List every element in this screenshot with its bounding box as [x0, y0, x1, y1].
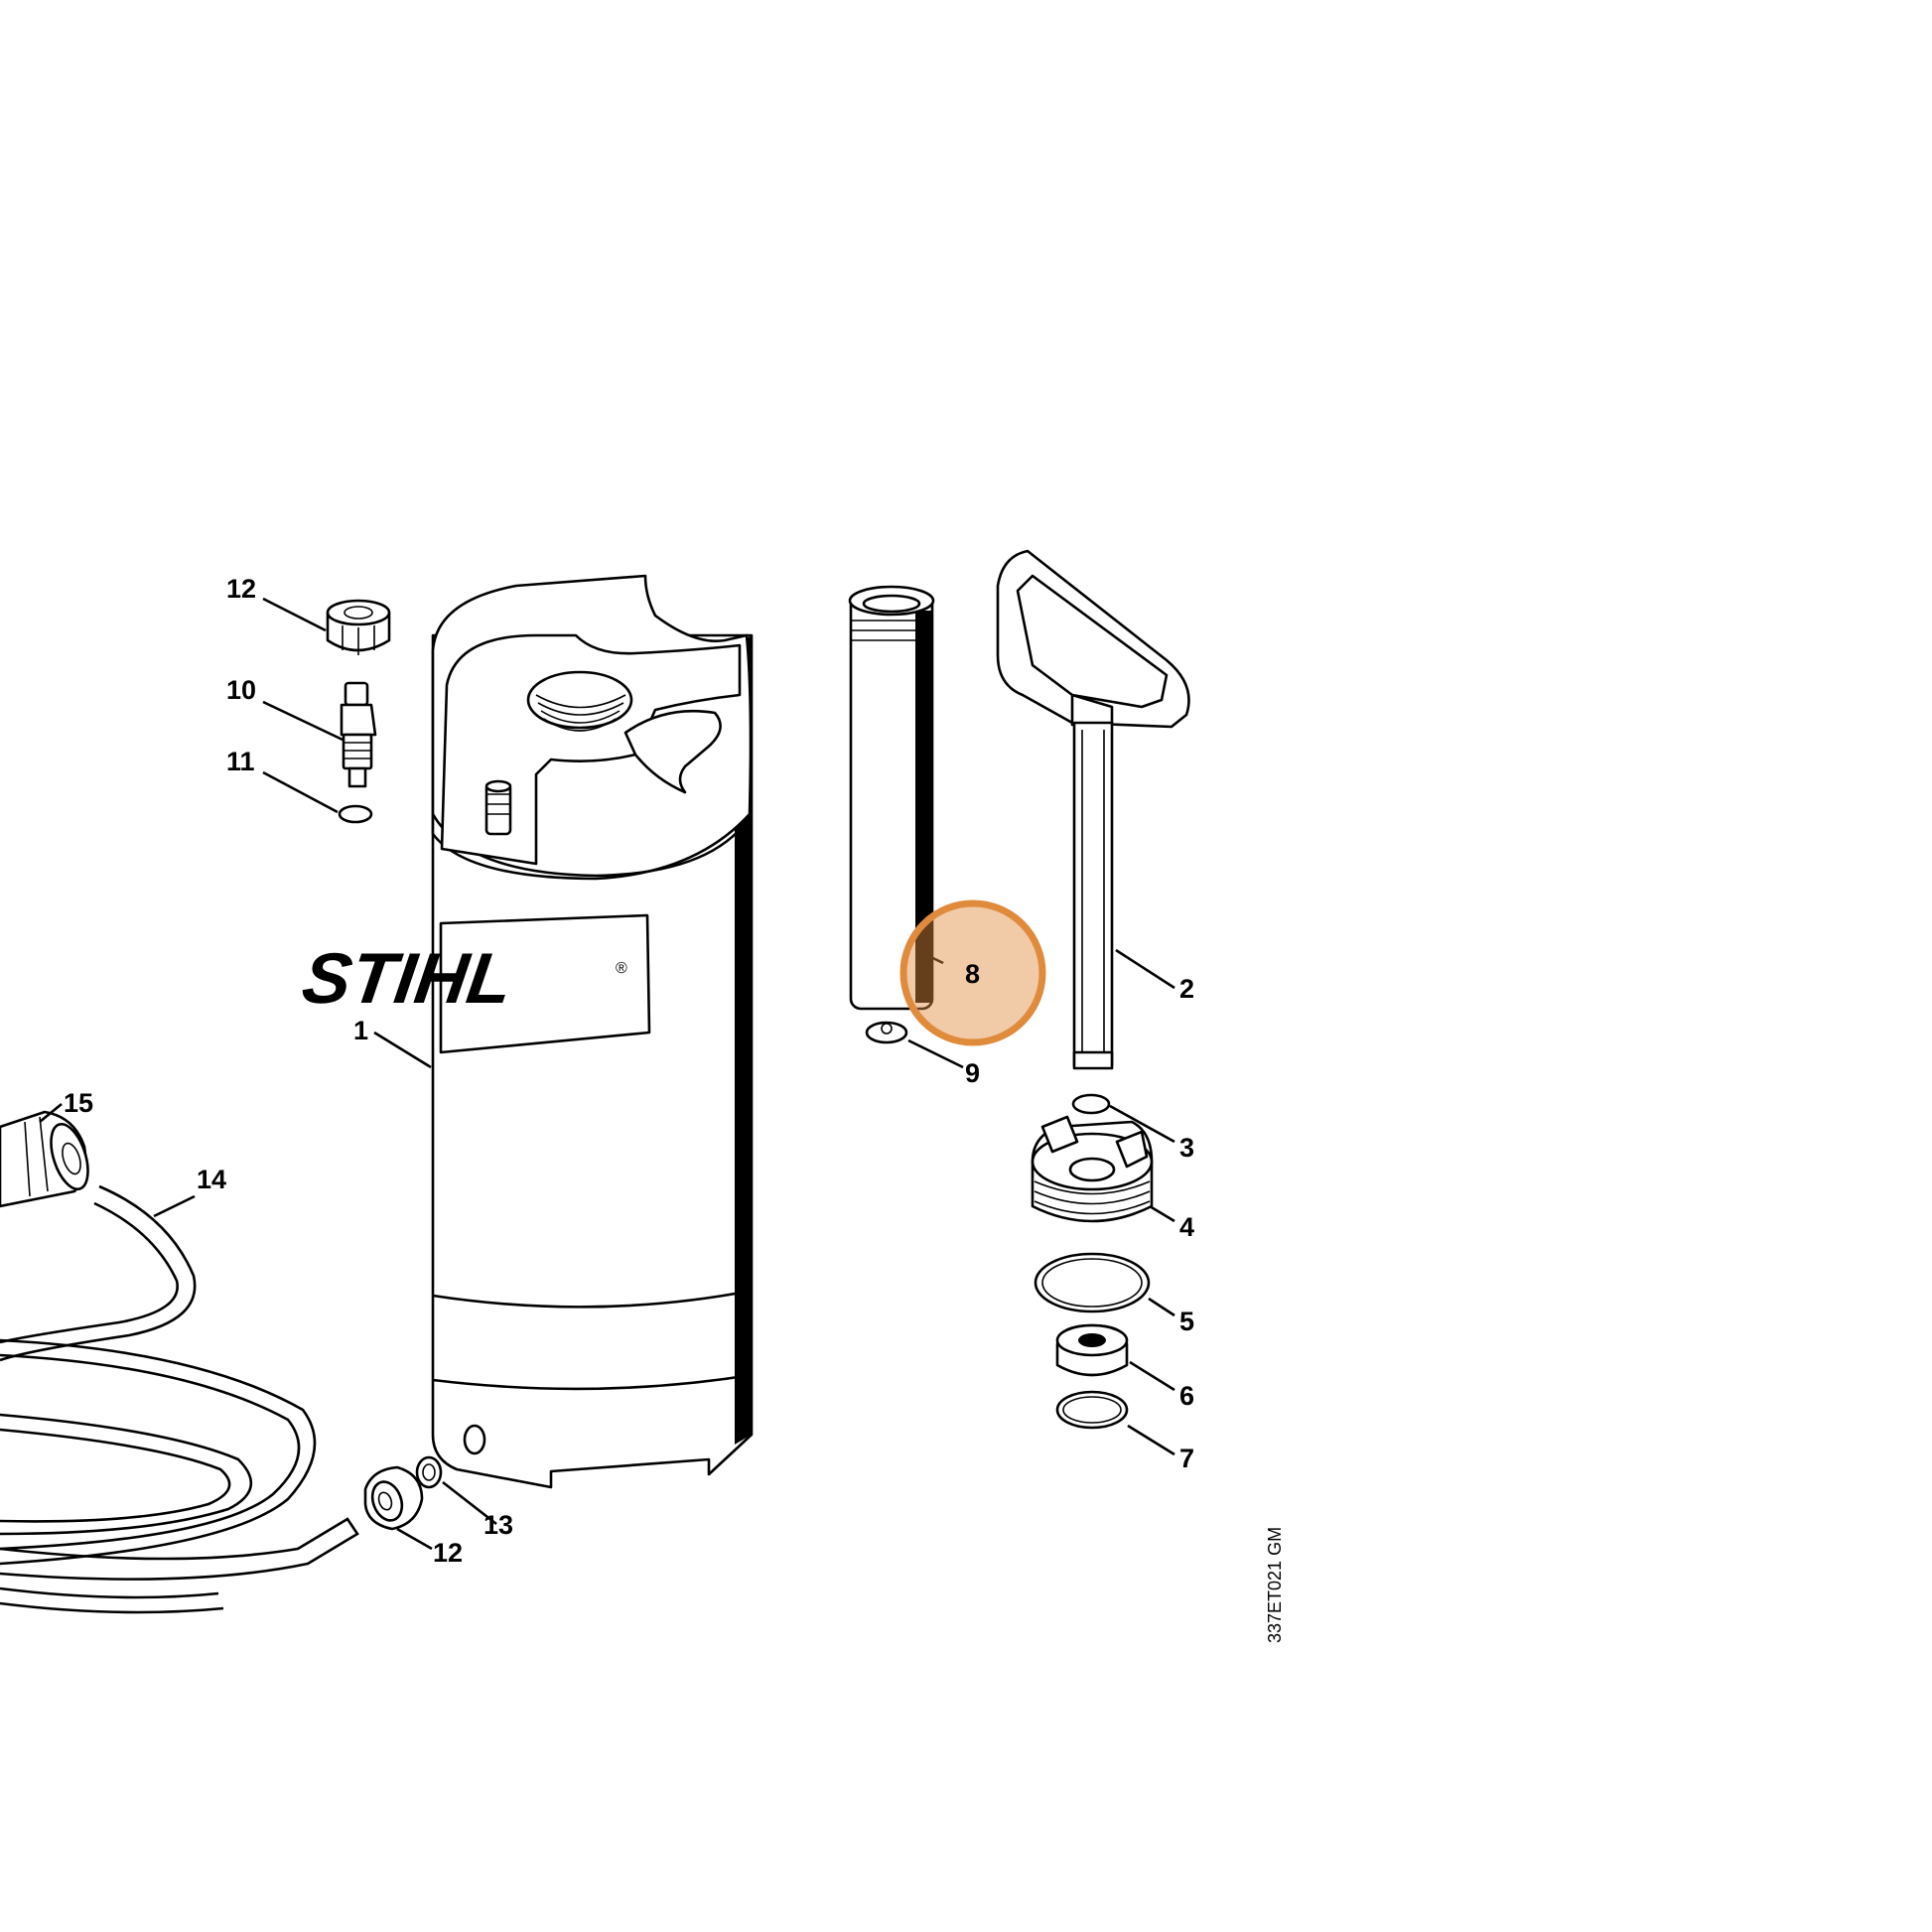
callout-7[interactable]: 7 — [1179, 1444, 1194, 1473]
pump-handle[interactable] — [996, 549, 1190, 1070]
cap-nut-bottom[interactable] — [363, 1465, 424, 1531]
callout-13[interactable]: 13 — [483, 1510, 513, 1540]
callout-2[interactable]: 2 — [1179, 974, 1194, 1004]
callout-10[interactable]: 10 — [226, 675, 256, 705]
callout-15[interactable]: 15 — [64, 1088, 93, 1118]
valve-insert[interactable] — [1055, 1323, 1129, 1377]
o-ring-large[interactable] — [1034, 1252, 1151, 1313]
callout-4[interactable]: 4 — [1179, 1212, 1194, 1242]
callout-8[interactable]: 8 — [965, 959, 980, 989]
o-ring-bottom[interactable] — [1055, 1390, 1129, 1430]
pump-cylinder[interactable] — [848, 585, 935, 1011]
pump-head-plug[interactable] — [1031, 1115, 1154, 1223]
callout-14[interactable]: 14 — [197, 1165, 226, 1194]
quick-connect-nipple[interactable] — [340, 681, 377, 788]
gasket-washer[interactable] — [415, 1455, 443, 1489]
callout-11[interactable]: 11 — [226, 747, 255, 776]
registered-mark: ® — [616, 960, 627, 977]
callout-12-top[interactable]: 12 — [226, 574, 256, 604]
callout-3[interactable]: 3 — [1179, 1133, 1194, 1163]
o-ring-small[interactable] — [1071, 1093, 1111, 1115]
leader-lines — [39, 597, 1175, 1551]
hose-fitting[interactable] — [0, 1110, 95, 1208]
o-ring-nipple[interactable] — [338, 804, 373, 824]
hose[interactable] — [0, 1184, 359, 1614]
tank-brand-logo: STIHL — [298, 939, 517, 1019]
callout-12-bottom[interactable]: 12 — [433, 1538, 463, 1568]
cap-nut-top[interactable] — [326, 599, 391, 655]
callout-labels: 12 10 11 1 2 3 4 5 6 7 8 9 14 15 13 12 — [64, 574, 1194, 1568]
callout-9[interactable]: 9 — [965, 1058, 980, 1088]
callout-6[interactable]: 6 — [1179, 1381, 1194, 1411]
callout-5[interactable]: 5 — [1179, 1307, 1194, 1336]
callout-1[interactable]: 1 — [353, 1016, 368, 1045]
tank-body[interactable]: STIHL ® — [298, 574, 754, 1489]
valve-disc[interactable] — [865, 1021, 908, 1044]
drawing-id: 337ET021 GM — [1265, 1527, 1285, 1643]
highlight-marker — [899, 899, 1046, 1046]
